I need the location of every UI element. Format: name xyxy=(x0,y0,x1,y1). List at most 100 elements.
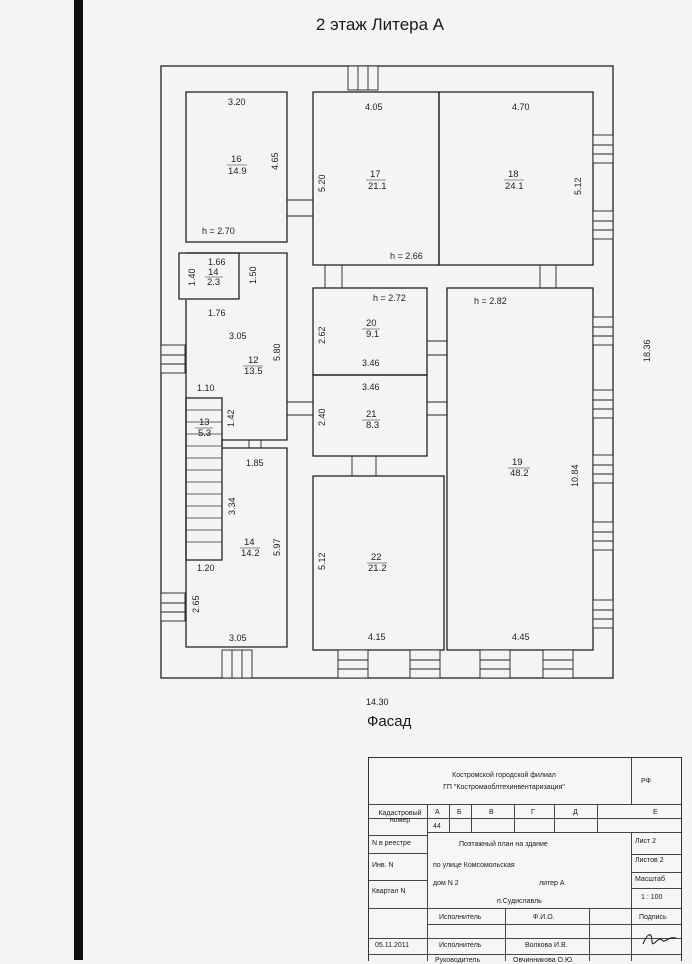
litera: литер А xyxy=(539,880,565,887)
svg-text:14.2: 14.2 xyxy=(241,548,260,559)
dim-r22-left: 5.12 xyxy=(317,552,327,570)
org-name-line1: Костромской городской филиал xyxy=(452,772,556,779)
block-label: Квартал N xyxy=(372,888,406,895)
scale-value: 1 : 100 xyxy=(641,894,663,901)
dim-h-266: h = 2.66 xyxy=(390,251,423,261)
country-code: РФ xyxy=(641,778,651,785)
dim-r12-bottom: 1.10 xyxy=(197,383,215,393)
room-22-outline xyxy=(312,475,445,651)
col-b: Б xyxy=(457,809,462,816)
registry-label: N в реестре xyxy=(372,840,411,847)
room-21-outline xyxy=(312,374,428,457)
dim-r14a-left: 1.40 xyxy=(187,268,197,286)
staircase-outline xyxy=(185,397,223,561)
room-18-outline xyxy=(438,91,594,266)
col-v: В xyxy=(489,809,494,816)
svg-text:12: 12 xyxy=(248,355,259,366)
dim-r20-left: 2.62 xyxy=(317,326,327,344)
facade-label: Фасад xyxy=(367,713,412,730)
svg-text:13.5: 13.5 xyxy=(244,366,263,377)
dim-r15-bottom: 3.05 xyxy=(229,633,247,643)
dim-r14a-right: 1.50 xyxy=(248,266,258,284)
col-a: А xyxy=(435,809,440,816)
room-16-outline xyxy=(185,91,288,243)
house-number: дом N 2 xyxy=(433,880,459,887)
svg-text:21: 21 xyxy=(366,409,377,420)
window-left-2 xyxy=(160,592,186,622)
svg-text:24.1: 24.1 xyxy=(505,181,524,192)
window-bottom-3 xyxy=(409,649,441,679)
svg-text:20: 20 xyxy=(366,318,377,329)
svg-text:2.3: 2.3 xyxy=(207,277,220,288)
sheet-number: Лист 2 xyxy=(635,838,657,845)
doors xyxy=(248,199,557,476)
dim-r16-top: 3.20 xyxy=(228,97,246,107)
svg-text:19: 19 xyxy=(512,457,523,468)
dim-r14b-inner: 3.34 xyxy=(227,497,237,515)
window-right-4 xyxy=(592,389,614,419)
svg-text:14: 14 xyxy=(208,267,219,278)
svg-text:8.3: 8.3 xyxy=(366,420,379,431)
svg-text:5.3: 5.3 xyxy=(198,428,211,439)
dim-r21-left: 2.40 xyxy=(317,408,327,426)
window-right-3 xyxy=(592,316,614,346)
dim-r18-top: 4.70 xyxy=(512,102,530,112)
svg-text:21.2: 21.2 xyxy=(368,563,387,574)
executor-name: Волкова И.В. xyxy=(525,942,568,949)
dim-r17-top: 4.05 xyxy=(365,102,383,112)
window-right-7 xyxy=(592,599,614,629)
dim-r12-right: 5.80 xyxy=(272,343,282,361)
window-left-1 xyxy=(160,344,186,374)
svg-text:16: 16 xyxy=(231,154,242,165)
executor-role: Исполнитель xyxy=(439,914,482,921)
outer-wall xyxy=(160,65,614,679)
window-right-1 xyxy=(592,134,614,164)
dim-r16-h: h = 2.70 xyxy=(202,226,235,236)
dim-r22-bottom: 4.15 xyxy=(368,632,386,642)
street: по улице Комсомольская xyxy=(433,862,515,869)
dim-r19-right: 10.84 xyxy=(570,464,580,487)
fio-header: Ф.И.О. xyxy=(533,914,555,921)
svg-text:22: 22 xyxy=(371,552,382,563)
window-right-6 xyxy=(592,521,614,551)
dim-r14b-right: 5.97 xyxy=(272,538,282,556)
handwritten-signature xyxy=(642,934,677,945)
svg-text:14.9: 14.9 xyxy=(228,166,247,177)
cadastral-label: Кадастровый номер xyxy=(378,810,422,824)
scale-label: Масштаб xyxy=(635,876,665,883)
window-top xyxy=(347,65,379,91)
dim-r20-h: h = 2.72 xyxy=(373,293,406,303)
dim-r17-left: 5.20 xyxy=(317,174,327,192)
room-13-label: 135.3 xyxy=(195,417,213,439)
dim-r21-top: 3.46 xyxy=(362,382,380,392)
room-14-small-label: 142.3 xyxy=(205,267,223,288)
dim-r12-inner: 3.05 xyxy=(229,331,247,341)
dim-r20-bottom: 3.46 xyxy=(362,358,380,368)
dim-r16-right: 4.65 xyxy=(270,152,280,170)
stair-treads xyxy=(186,409,222,543)
svg-text:14: 14 xyxy=(244,537,255,548)
room-20-label: 209.1 xyxy=(362,318,380,340)
date: 05.11.2011 xyxy=(375,942,409,949)
svg-text:9.1: 9.1 xyxy=(366,329,379,340)
signature-header: Подпись xyxy=(639,914,667,921)
col-d: Д xyxy=(573,809,578,816)
col-e: Е xyxy=(653,809,658,816)
dim-r19-bottom: 4.45 xyxy=(512,632,530,642)
scan-binding-edge xyxy=(74,0,83,960)
inv-label: Инв. N xyxy=(372,862,394,869)
room-21-label: 218.3 xyxy=(362,409,380,431)
window-bottom-1 xyxy=(221,649,253,679)
dimension-labels: 3.20 4.65 h = 2.70 4.05 5.20 h = 2.66 4.… xyxy=(187,97,583,643)
overall-width-dimension: 14.30 xyxy=(366,697,389,707)
head-role: Руководитель xyxy=(435,957,481,964)
overall-height-dimension: 18.36 xyxy=(642,339,652,362)
windows xyxy=(160,65,614,679)
